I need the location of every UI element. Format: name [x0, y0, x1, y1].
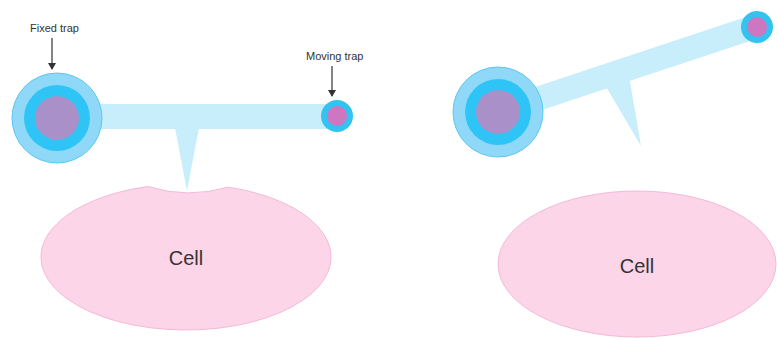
fixed-trap-ring [465, 79, 531, 145]
fixed-trap-outer [453, 67, 543, 157]
trap-label: Fixed trap [30, 22, 79, 34]
fixed-bead [476, 90, 520, 134]
cell-label: Cell [169, 247, 203, 270]
cell-ellipse: Cell [497, 190, 777, 338]
fixed-trap-outer [12, 73, 102, 163]
leader-arrow [51, 38, 52, 69]
probe-tip [175, 128, 199, 191]
moving-bead [747, 17, 767, 37]
cell-label: Cell [620, 255, 654, 278]
probe-rod [88, 104, 336, 129]
fixed-bead [35, 96, 79, 140]
leader-arrow [331, 66, 332, 96]
trap-label: Moving trap [306, 50, 363, 62]
fixed-trap-ring [24, 85, 90, 151]
moving-trap-outer [321, 100, 353, 132]
moving-trap-outer [741, 11, 773, 43]
cell-ellipse: Cell [40, 183, 332, 331]
moving-bead [327, 106, 347, 126]
